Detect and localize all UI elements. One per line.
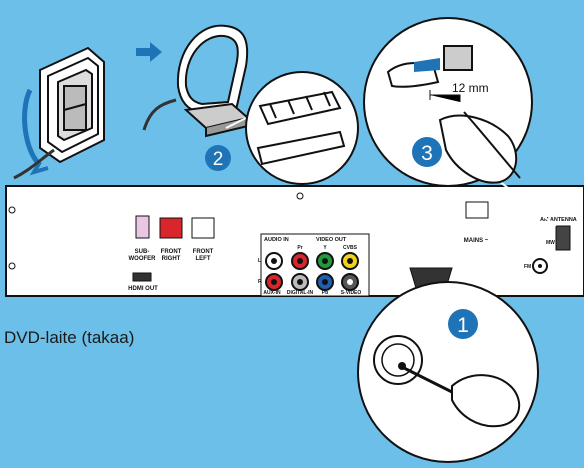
hdmi-out-label: HDMI OUT: [128, 286, 158, 292]
front-right-label-2: RIGHT: [162, 256, 181, 262]
aux-in-label: AUX-IN: [263, 290, 281, 296]
step-1-badge: 1: [448, 309, 478, 339]
magnifier-step-1: [357, 271, 539, 463]
subwoofer-label-2: WOOFER: [129, 256, 157, 262]
step-2-badge: 2: [205, 145, 231, 171]
step-3-badge: 3: [412, 137, 442, 167]
video-out-label: VIDEO OUT: [316, 237, 347, 243]
pr-label: Pr: [297, 245, 302, 251]
caption: DVD-laite (takaa): [4, 328, 135, 347]
am-antenna-label: AM ANTENNA: [540, 217, 577, 223]
fm75-label: FM 75: [524, 264, 538, 270]
step-2-label: 2: [213, 149, 224, 170]
audio-l-label: L: [258, 258, 261, 264]
arrow-icon: [136, 42, 162, 62]
front-right-label: FRONT: [161, 249, 182, 255]
am-loop-antenna-folded: [13, 46, 105, 180]
subwoofer-label: SUB-: [135, 249, 150, 255]
pb-label: Pb: [322, 290, 328, 296]
mw-label: MW: [546, 240, 555, 246]
cvbs-label: CVBS: [343, 245, 358, 251]
audio-in-label: AUDIO IN: [264, 237, 289, 243]
subwoofer-connector: [135, 215, 150, 239]
front-left-label-2: LEFT: [196, 256, 211, 262]
measure-label: 12 mm: [452, 81, 489, 95]
y-label: Y: [323, 245, 327, 251]
mains-label: MAINS ~: [464, 238, 489, 244]
magnifier-step-2: [225, 71, 359, 185]
hdmi-port: [132, 272, 152, 282]
front-left-connector: [191, 217, 215, 239]
step-1-label: 1: [457, 314, 469, 337]
mains-socket: [465, 201, 489, 219]
dvd-rear-panel: SUB- WOOFER FRONT RIGHT FRONT LEFT HDMI …: [5, 185, 584, 297]
magnifier-step-3: 12 mm: [363, 17, 557, 227]
mw-terminal: [555, 225, 571, 251]
svideo-label: S-VIDEO: [341, 290, 362, 296]
step-3-label: 3: [421, 142, 433, 165]
audio-r-label: R: [258, 279, 262, 285]
am-loop-antenna-assembled: [142, 24, 251, 138]
front-left-label: FRONT: [193, 249, 214, 255]
digital-in-label: DIGITAL-IN: [287, 290, 314, 296]
front-right-connector: [159, 217, 183, 239]
